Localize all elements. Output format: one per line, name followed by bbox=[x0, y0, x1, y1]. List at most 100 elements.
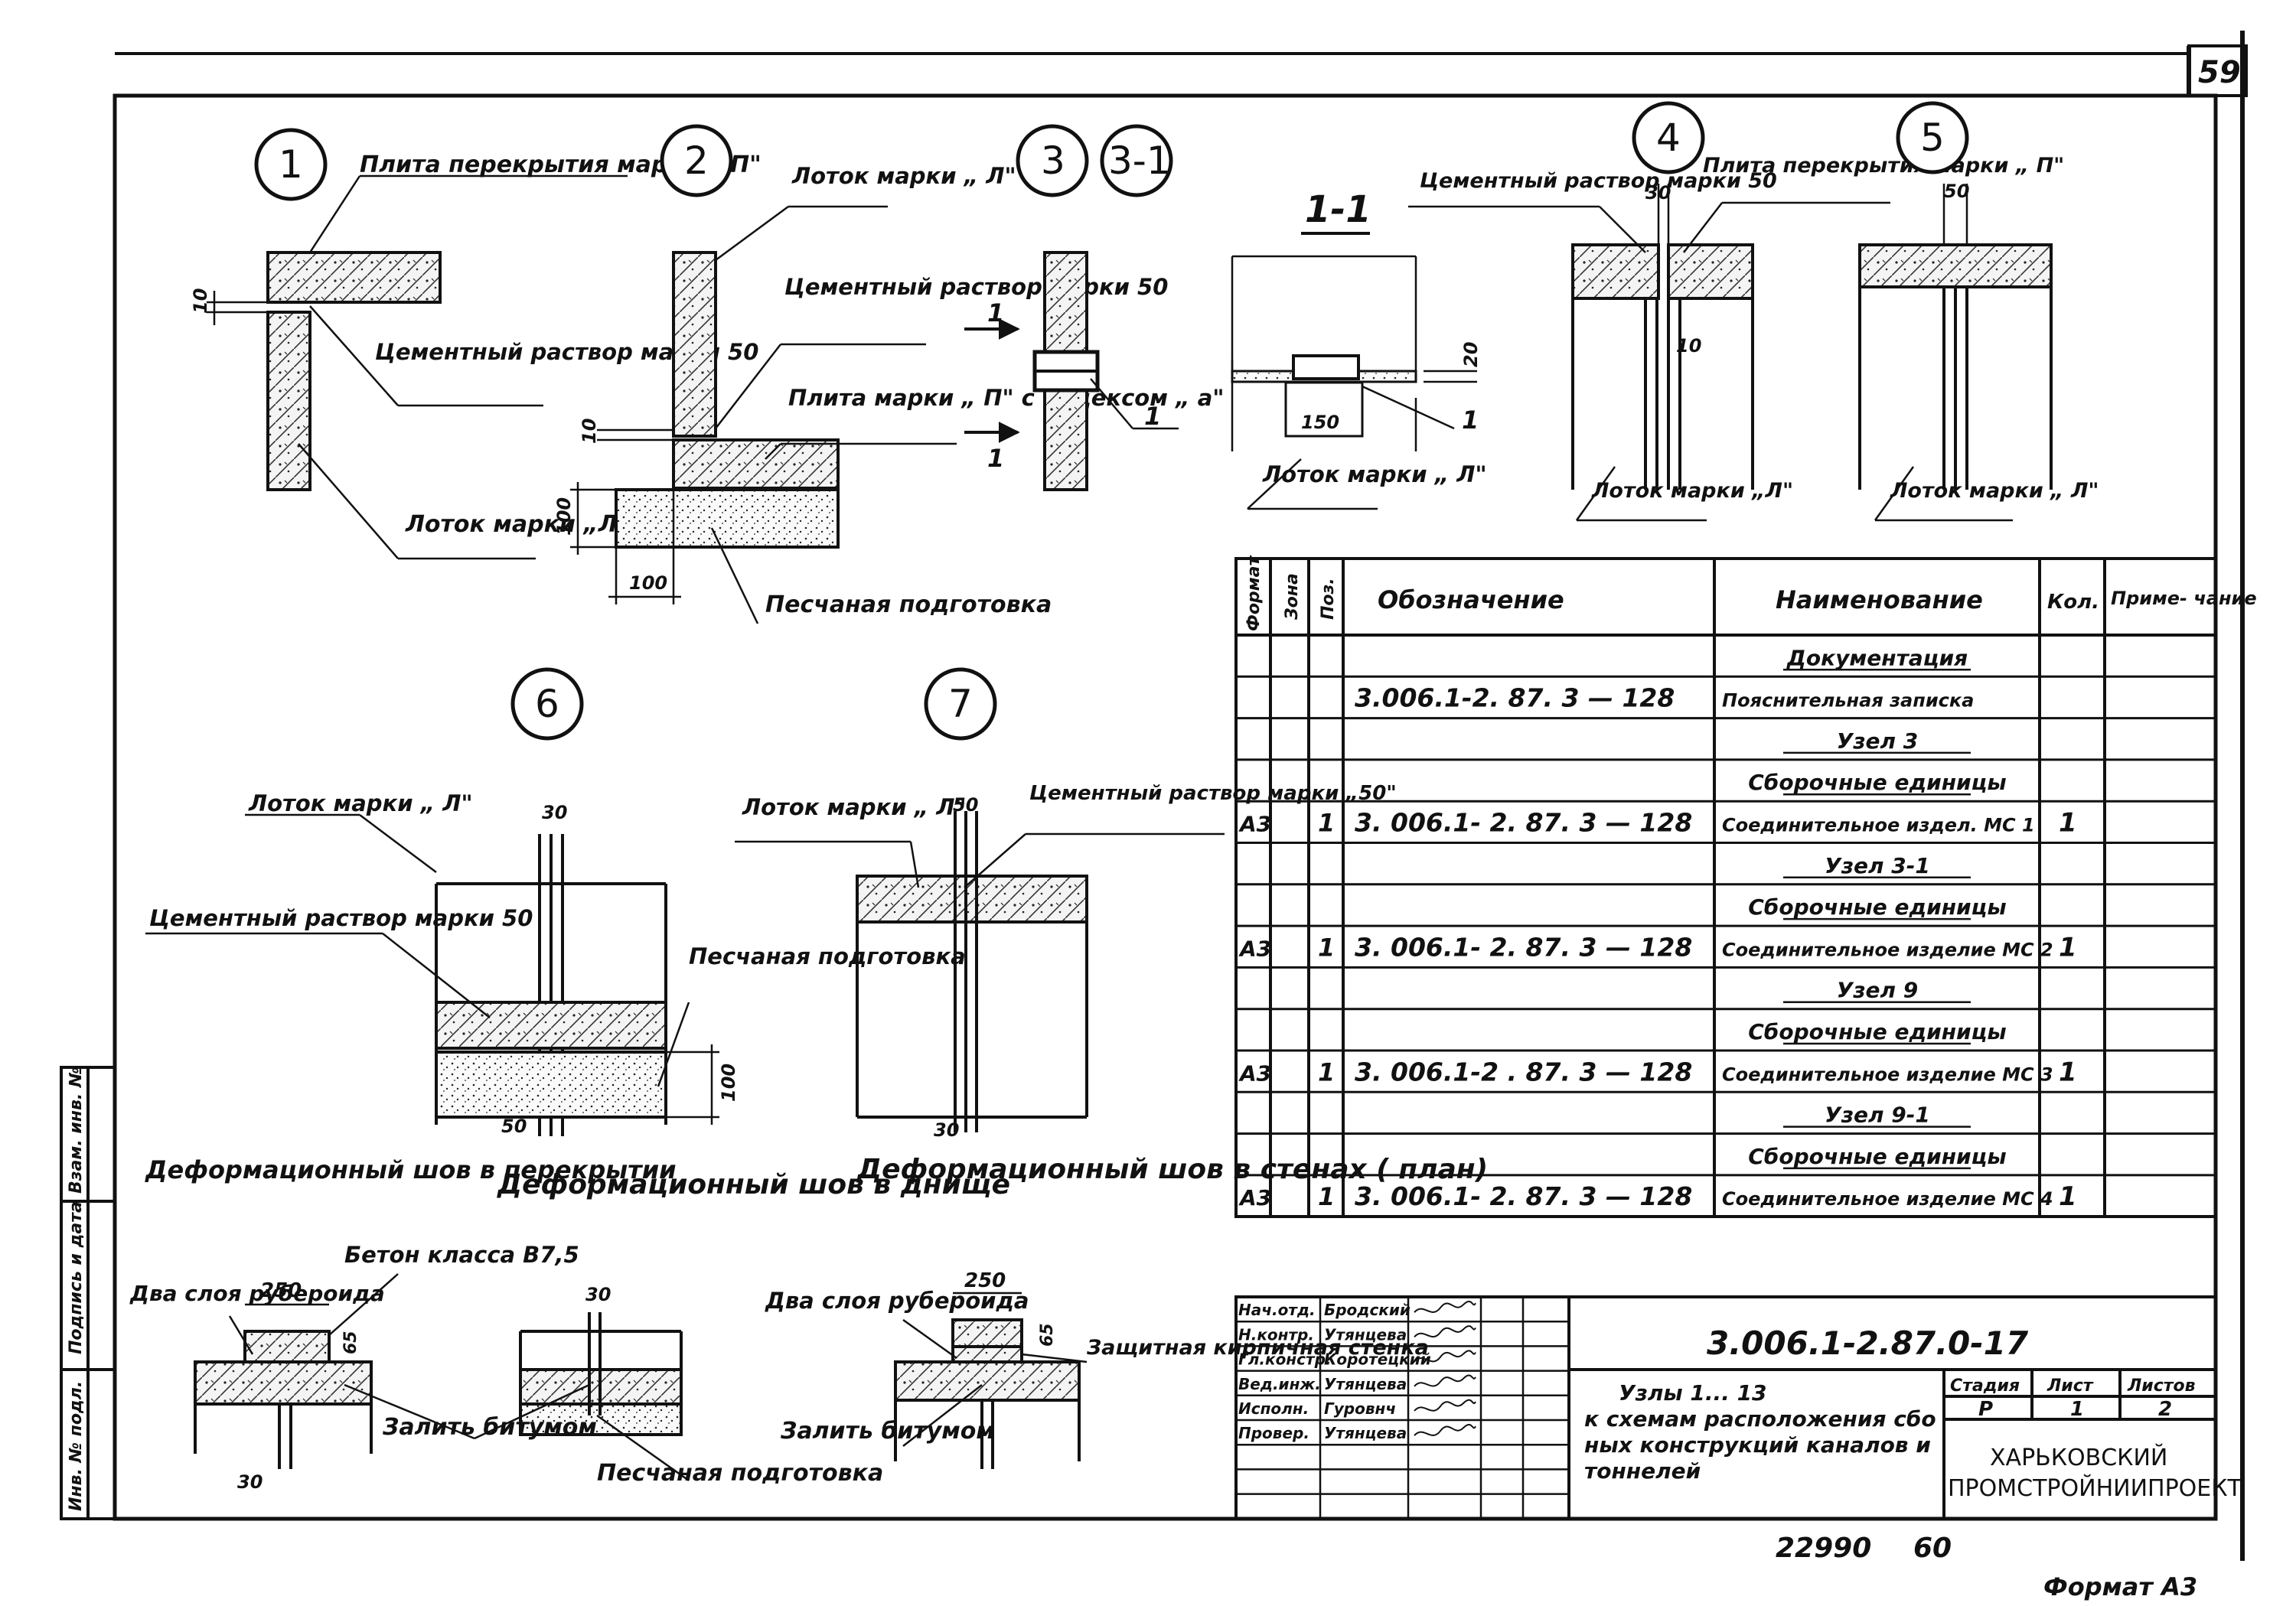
bottom-left-details: 250 65 30 Два слоя рубероида Бетон класс… bbox=[129, 1242, 883, 1493]
detail-6-marker bbox=[510, 667, 584, 741]
spec-cell-designation: 3. 006.1-2 . 87. 3 — 128 bbox=[1355, 1057, 1692, 1086]
title-block-name: Утянцева bbox=[1324, 1325, 1407, 1344]
spec-cell-designation: 3. 006.1- 2. 87. 3 — 128 bbox=[1355, 1181, 1692, 1211]
bottom-right-fill-label: Залить битумом bbox=[780, 1418, 995, 1445]
bottom-left-slab bbox=[194, 1360, 373, 1406]
title-block-title: Узлы 1... 13 к схемам расположения сбо н… bbox=[1584, 1380, 1943, 1484]
title-block-signature bbox=[1414, 1423, 1476, 1436]
spec-cell-name: Узел 3-1 bbox=[1825, 853, 1930, 878]
detail-2-sand-label: Песчаная подготовка bbox=[765, 591, 1052, 618]
spec-cell-name: Сборочные единицы bbox=[1748, 1144, 2007, 1169]
bottom-left-dim-30: 30 bbox=[237, 1471, 263, 1493]
title-block-role: Исполн. bbox=[1238, 1399, 1309, 1418]
bottom-left-concrete-block bbox=[243, 1330, 331, 1363]
title-block-role: Провер. bbox=[1238, 1424, 1309, 1442]
detail-5-dim-50: 50 bbox=[1944, 181, 1969, 202]
section-1-1-label: 1-1 bbox=[1305, 188, 1371, 231]
detail-2-sand bbox=[615, 488, 840, 549]
spec-cell-format: А3 bbox=[1238, 812, 1271, 837]
bottom-left-sand-label: Песчаная подготовка bbox=[597, 1460, 883, 1487]
spec-cell-name: Сборочные единицы bbox=[1748, 770, 2007, 795]
spec-cell-name: Соединительное изделие МС 4 bbox=[1722, 1188, 2053, 1210]
detail-6-sand-label: Песчаная подготовка bbox=[689, 943, 966, 969]
title-block-role: Нач.отд. bbox=[1238, 1301, 1316, 1319]
detail-6-mortar-layer bbox=[435, 1001, 667, 1050]
spec-header-pos: Поз. bbox=[1319, 578, 1338, 620]
detail-6-caption: Деформационный шов в днище bbox=[497, 1169, 1010, 1200]
section-1-1-base bbox=[1284, 381, 1364, 438]
bottom-left-concrete-label: Бетон класса В7,5 bbox=[344, 1242, 579, 1268]
detail-2-dim-100-horiz: 100 bbox=[629, 572, 667, 594]
bottom-right-dim-250: 250 bbox=[964, 1269, 1006, 1292]
bottom-left-fill-label: Залить битумом bbox=[382, 1414, 597, 1441]
detail-6: 6 30 50 100 Лоток марки „ Л" Цементный р… bbox=[145, 667, 1010, 1200]
spec-header-qty: Кол. bbox=[2047, 591, 2099, 614]
title-block-sheet-label: Лист bbox=[2047, 1376, 2094, 1396]
footer-format: Формат А3 bbox=[2043, 1572, 2197, 1601]
detail-1-number: 1 bbox=[279, 142, 303, 187]
side-stamp-sign-date: Подпись и дата bbox=[67, 1201, 86, 1354]
bottom-right-wall-label: Защитная кирпичная стенка bbox=[1086, 1336, 1429, 1360]
bottom-right-detail: 250 65 Два слоя рубероида Защитная кирпи… bbox=[765, 1269, 1429, 1469]
detail-7-caption: Деформационный шов в стенах ( план) bbox=[856, 1154, 1488, 1185]
bottom-left-dim-250: 250 bbox=[260, 1279, 302, 1302]
detail-4-marker bbox=[1632, 101, 1705, 174]
detail-2-slab-label: Плита марки „ П" с индексом „ а" bbox=[788, 385, 1224, 411]
spec-cell-name: Документация bbox=[1786, 645, 1968, 670]
bottom-left-joint-dim-30: 30 bbox=[585, 1284, 611, 1305]
title-block-org: ХАРЬКОВСКИЙ ПРОМСТРОЙНИИПРОЕКТ bbox=[1948, 1444, 2242, 1502]
spec-cell-name: Сборочные единицы bbox=[1748, 1019, 2007, 1044]
spec-header-note: Приме- чание bbox=[2111, 588, 2257, 609]
sheet-frame bbox=[113, 31, 2248, 1561]
section-1-1-connector bbox=[1292, 354, 1360, 380]
bottom-right-dim-65: 65 bbox=[1038, 1323, 1057, 1347]
title-block-stage-label: Стадия bbox=[1950, 1376, 2020, 1396]
detail-1-tray-label: Лоток марки „Л" bbox=[405, 511, 629, 538]
detail-5-tray-label: Лоток марки „ Л" bbox=[1890, 479, 2099, 503]
spec-cell-name: Соединительное изделие МС 3 bbox=[1722, 1064, 2053, 1085]
detail-2-number: 2 bbox=[684, 138, 709, 183]
section-1-1-dim-20: 20 bbox=[1460, 342, 1482, 367]
title-block-role: Н.контр. bbox=[1238, 1325, 1314, 1344]
detail-4-dim-10: 10 bbox=[1676, 335, 1701, 357]
section-1-1-tray-label: Лоток марки „ Л" bbox=[1262, 461, 1487, 487]
side-stamp-replace-inv: Взам. инв. № bbox=[67, 1067, 86, 1194]
side-stamp-inv-no: Инв. № подл. bbox=[67, 1381, 86, 1511]
detail-2-slab bbox=[672, 438, 840, 490]
detail-3-1-marker bbox=[1100, 124, 1173, 197]
spec-cell-designation: 3. 006.1- 2. 87. 3 — 128 bbox=[1355, 932, 1692, 962]
detail-3-number: 3 bbox=[1041, 138, 1065, 183]
detail-7: 7 50 30 Лоток марки „ Л" Цементный раств… bbox=[735, 667, 1488, 1185]
detail-4-slab-left bbox=[1571, 243, 1660, 300]
detail-7-dim-30: 30 bbox=[934, 1119, 959, 1141]
spec-cell-name: Сборочные единицы bbox=[1748, 894, 2007, 920]
detail-4-slab-label: Плита перекрытия марки „ П" bbox=[1703, 154, 2064, 178]
section-1-1-callout: 1 bbox=[1462, 406, 1479, 435]
spec-cell-pos: 1 bbox=[1318, 933, 1335, 962]
title-block-doc-code: 3.006.1-2.87.0-17 bbox=[1707, 1324, 2029, 1362]
detail-2: 2 10 100 100 Лоток марки „ Л" Цементный … bbox=[553, 124, 1224, 624]
spec-cell-qty: 1 bbox=[2059, 808, 2077, 839]
title-block-name: Гуровнч bbox=[1324, 1399, 1396, 1418]
detail-2-mortar-label: Цементный раствор марки 50 bbox=[784, 274, 1168, 300]
spec-header-zone: Зона bbox=[1283, 573, 1302, 621]
title-block-sheets: 2 bbox=[2158, 1398, 2172, 1421]
spec-cell-name: Пояснительная записка bbox=[1722, 690, 1974, 712]
spec-cell-pos: 1 bbox=[1318, 1057, 1335, 1086]
detail-6-mortar-label: Цементный раствор марки 50 bbox=[149, 905, 533, 931]
section-1-1: 1-1 150 20 1 Лоток марки „ Л" bbox=[1231, 188, 1487, 510]
detail-6-tray-label: Лоток марки „ Л" bbox=[248, 790, 473, 816]
detail-6-dim-100: 100 bbox=[718, 1064, 739, 1102]
spec-cell-designation: 3.006.1-2. 87. 3 — 128 bbox=[1355, 683, 1675, 713]
spec-cell-format: А3 bbox=[1238, 936, 1271, 961]
bottom-left-dim-65: 65 bbox=[341, 1331, 360, 1354]
spec-header-designation: Обозначение bbox=[1378, 585, 1564, 614]
sheet-number: 59 bbox=[2198, 55, 2241, 90]
detail-2-dim-10: 10 bbox=[579, 419, 600, 444]
title-block-sheets-label: Листов bbox=[2127, 1376, 2196, 1396]
detail-4: 4 30 10 Цементный раствор марки 50 Плита… bbox=[1408, 101, 2064, 522]
title-block-sheet: 1 bbox=[2070, 1398, 2084, 1421]
title-block-name: Бродский bbox=[1324, 1301, 1411, 1319]
title-block-role: Гл.констр. bbox=[1238, 1350, 1331, 1369]
